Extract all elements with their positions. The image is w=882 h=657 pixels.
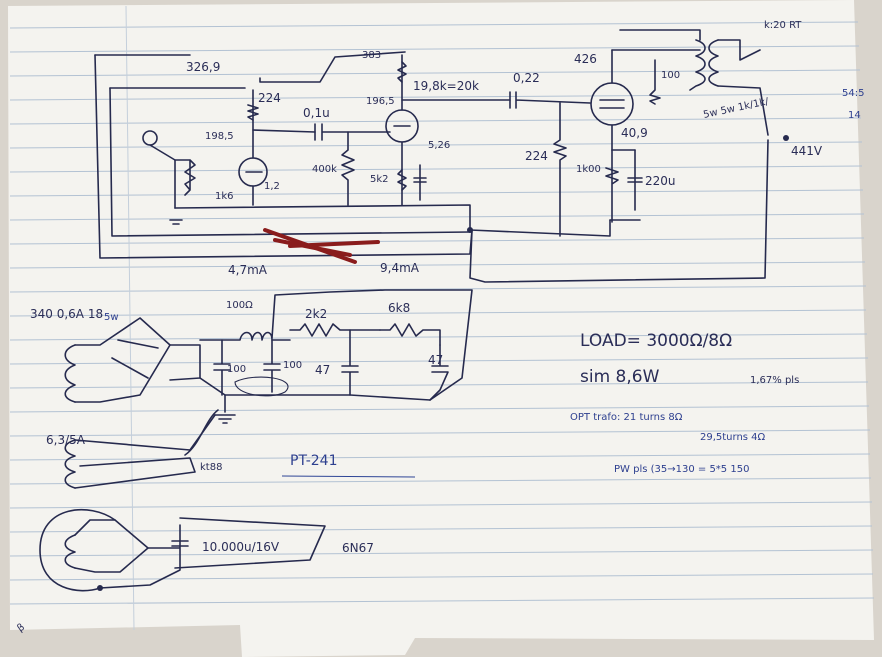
bridge-note: 5w xyxy=(104,312,119,323)
tube-rect-label: 6N67 xyxy=(342,541,374,555)
pt-label: PT-241 xyxy=(290,453,337,469)
resistor-label-6k8: 6k8 xyxy=(388,301,410,315)
amplifier-circuit xyxy=(94,29,789,283)
resistor-label-5k6: 5,26 xyxy=(428,140,450,151)
voltage-label-441: 441V xyxy=(791,144,823,158)
edge-note-1: 54:5 xyxy=(842,88,864,99)
paper-sheet xyxy=(8,0,874,657)
resistor-label-224-mid: 224 xyxy=(525,149,548,163)
transformer-values: 340 0,6A 18 xyxy=(30,307,103,321)
hv-winding-icon xyxy=(64,344,76,403)
cap-label-10000: 10.000u/16V xyxy=(202,540,280,554)
resistor-label-19k: 19,8k=20k xyxy=(413,79,479,93)
cap-label-100b: 100 xyxy=(283,360,302,371)
resistor-label-1k00: 1k00 xyxy=(576,164,601,175)
cap-label-100a: 100 xyxy=(227,364,246,375)
voltage-label-b: 383 xyxy=(362,50,381,61)
crossed-out-mark xyxy=(263,228,380,264)
heater-winding-icon xyxy=(64,439,76,489)
voltage-label-12: 1,2 xyxy=(264,181,280,192)
top-right-note: k:20 RT xyxy=(764,20,802,31)
cap-label-022: 0,22 xyxy=(513,71,540,85)
tube-kt88-label: kt88 xyxy=(200,462,222,473)
cap-label-220u: 220u xyxy=(645,174,676,188)
resistor-label-100: 100 xyxy=(661,70,680,81)
edge-note-2: 14 xyxy=(848,110,861,121)
voltage-label-1965: 196,5 xyxy=(366,96,395,107)
resistor-label-2k2: 2k2 xyxy=(305,307,327,321)
load-note: LOAD= 3000Ω/8Ω xyxy=(580,331,732,351)
resistor-label-400k: 400k xyxy=(312,164,337,175)
current-label-47: 4,7mA xyxy=(228,263,268,277)
resistor-label-224-top: 224 xyxy=(258,91,281,105)
current-label-94: 9,4mA xyxy=(380,261,420,275)
voltage-label-1985: 198,5 xyxy=(205,131,234,142)
ratio-note: 1,67% pls xyxy=(750,375,799,386)
heater-label: 6,3/5A xyxy=(46,433,86,447)
cap-label-01: 0,1u xyxy=(303,106,330,120)
choke-label: 100Ω xyxy=(226,300,253,311)
power-supply-circuit xyxy=(39,289,473,592)
sim-note: sim 8,6W xyxy=(580,367,660,387)
voltage-label-a: 326,9 xyxy=(186,60,220,74)
voltage-label-409: 40,9 xyxy=(621,126,648,140)
bias-winding-icon xyxy=(64,534,76,569)
cap-label-47b: 47 xyxy=(428,353,443,367)
resistor-label-1k6: 1k6 xyxy=(215,191,234,202)
opt-note: OPT trafo: 21 turns 8Ω xyxy=(570,412,683,423)
cap-label-47a: 47 xyxy=(315,363,330,377)
pw-note: PW pls (35→130 = 5*5 150 xyxy=(614,464,749,475)
opt-note-2: 29,5turns 4Ω xyxy=(700,432,766,443)
voltage-label-c: 426 xyxy=(574,52,597,66)
resistor-label-5k6b: 5k2 xyxy=(370,174,389,185)
corner-mark: β xyxy=(15,622,27,635)
